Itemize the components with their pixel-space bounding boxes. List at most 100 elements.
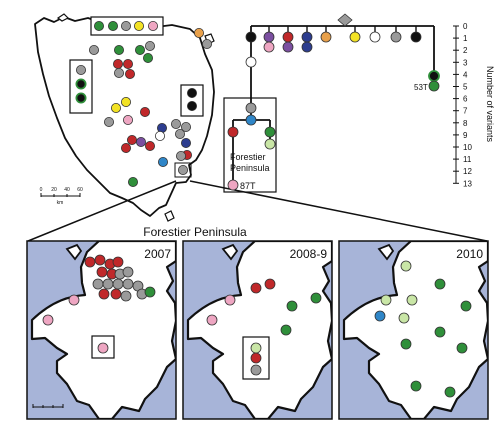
tasmania-map: 0 20 40 60 km xyxy=(27,13,488,242)
tree-node-14 xyxy=(245,56,257,68)
zoom-line-right xyxy=(189,180,488,242)
panel-2007-dot-17 xyxy=(144,286,156,298)
map-dot-19 xyxy=(193,27,204,38)
tree-axis-tick-6: 6 xyxy=(463,95,468,104)
tree-node-9 xyxy=(369,31,381,43)
tree-axis-tick-8: 8 xyxy=(463,119,468,128)
tree-node-7 xyxy=(320,31,332,43)
island-north xyxy=(56,13,70,22)
map-dot-18 xyxy=(125,69,136,80)
tree-node-11 xyxy=(410,31,422,43)
panel-2008-9-dot-4 xyxy=(286,300,298,312)
panel-2007: 2007 xyxy=(26,240,177,420)
zoom-line-left xyxy=(27,180,177,242)
panel-2008-9-dot-9 xyxy=(250,364,262,376)
tree-dots xyxy=(227,13,440,191)
map-dot-1 xyxy=(108,20,119,31)
map-dot-28 xyxy=(170,119,181,130)
panel-2008-9-dot-2 xyxy=(224,294,236,306)
map-dot-23 xyxy=(104,117,115,128)
tree-node-19 xyxy=(264,138,276,150)
panel-2007-dot-1 xyxy=(94,254,106,266)
map-dot-35 xyxy=(180,137,191,148)
map-dot-25 xyxy=(139,107,150,118)
tree-label-53T: 53T xyxy=(414,83,428,92)
panel-2007-dot-0 xyxy=(84,256,96,268)
panel-2010-dot-1 xyxy=(380,294,392,306)
panel-2007-label: 2007 xyxy=(144,247,171,261)
tree-axis-label: Number of variants xyxy=(485,66,495,143)
tree-axis-tick-13: 13 xyxy=(463,179,472,188)
map-box-right xyxy=(180,84,204,117)
map-dot-11 xyxy=(114,45,125,56)
map-dot-38 xyxy=(175,150,186,161)
tree-axis-tick-12: 12 xyxy=(463,167,472,176)
tree-axis-tick-7: 7 xyxy=(463,107,468,116)
panel-2007-dot-18 xyxy=(68,294,80,306)
map-dot-27 xyxy=(154,130,165,141)
panel-2007-dot-9 xyxy=(102,278,114,290)
panel-2010-dot-7 xyxy=(434,326,446,338)
island-peninsula-south xyxy=(164,210,175,222)
tree-root-diamond xyxy=(337,13,353,27)
panel-2007-dots xyxy=(42,254,156,354)
panel-2010-dot-2 xyxy=(406,294,418,306)
tree-node-1 xyxy=(263,31,275,43)
tree-node-2 xyxy=(263,41,275,53)
panel-2008-9-dot-8 xyxy=(250,352,262,364)
panel-2010-dots xyxy=(374,260,472,398)
tree-node-12 xyxy=(428,70,440,82)
map-dot-9 xyxy=(186,101,197,112)
tree-node-18 xyxy=(264,126,276,138)
panel-2010-label: 2010 xyxy=(456,247,483,261)
panel-2008-9-dot-1 xyxy=(264,278,276,290)
panel-2010-dot-8 xyxy=(400,338,412,350)
panel-2007-dot-14 xyxy=(110,288,122,300)
tree-forestier-box xyxy=(223,97,277,193)
map-dot-8 xyxy=(186,88,197,99)
map-dot-21 xyxy=(121,97,132,108)
panel-2007-dot-20 xyxy=(97,342,109,354)
tree-node-8 xyxy=(349,31,361,43)
map-dot-15 xyxy=(113,59,124,70)
tree-node-20 xyxy=(227,179,239,191)
panel-2010-dot-4 xyxy=(374,310,386,322)
map-box-forestier xyxy=(174,162,192,178)
panel-2007-dot-13 xyxy=(98,288,110,300)
map-dot-10 xyxy=(89,45,100,56)
panel-2007-dot-3 xyxy=(112,256,124,268)
tree-node-16 xyxy=(245,114,257,126)
panel-2007-dot-15 xyxy=(120,290,132,302)
tree-axis-tick-9: 9 xyxy=(463,131,468,140)
tree-forestier-label-1: Forestier xyxy=(230,152,266,162)
map-dot-5 xyxy=(76,65,87,76)
panel-2008-9-dot-7 xyxy=(250,342,262,354)
map-dot-33 xyxy=(121,142,132,153)
tree-axis-tick-4: 4 xyxy=(463,70,468,79)
map-dot-13 xyxy=(144,41,155,52)
tree-axis-tick-5: 5 xyxy=(463,83,468,92)
panel-2010-dot-3 xyxy=(434,278,446,290)
tree-axis-tick-3: 3 xyxy=(463,58,468,67)
panel-2008-9-dot-3 xyxy=(206,314,218,326)
map-dot-14 xyxy=(142,53,153,64)
panel-2007-scale xyxy=(32,404,64,408)
peninsula-title: Forestier Peninsula xyxy=(143,225,247,239)
tree-node-4 xyxy=(282,41,294,53)
map-scale-bar: 0 20 40 60 km xyxy=(40,187,83,206)
panel-2010-dot-0 xyxy=(400,260,412,272)
map-scale-tick-20: 20 xyxy=(51,187,57,193)
map-dot-0 xyxy=(94,20,105,31)
panel-2010-dot-10 xyxy=(444,386,456,398)
panel-2008-9-inset xyxy=(242,336,270,380)
map-scale-unit: km xyxy=(57,200,64,206)
map-dots xyxy=(75,20,212,187)
map-dot-31 xyxy=(127,134,138,145)
panel-2007-dot-4 xyxy=(96,266,108,278)
tree-axis-tick-10: 10 xyxy=(463,143,472,152)
tree-axis-tick-2: 2 xyxy=(463,46,468,55)
panel-2010-dot-6 xyxy=(460,300,472,312)
tree-node-10 xyxy=(390,31,402,43)
panel-2008-9-label: 2008-9 xyxy=(290,247,328,261)
